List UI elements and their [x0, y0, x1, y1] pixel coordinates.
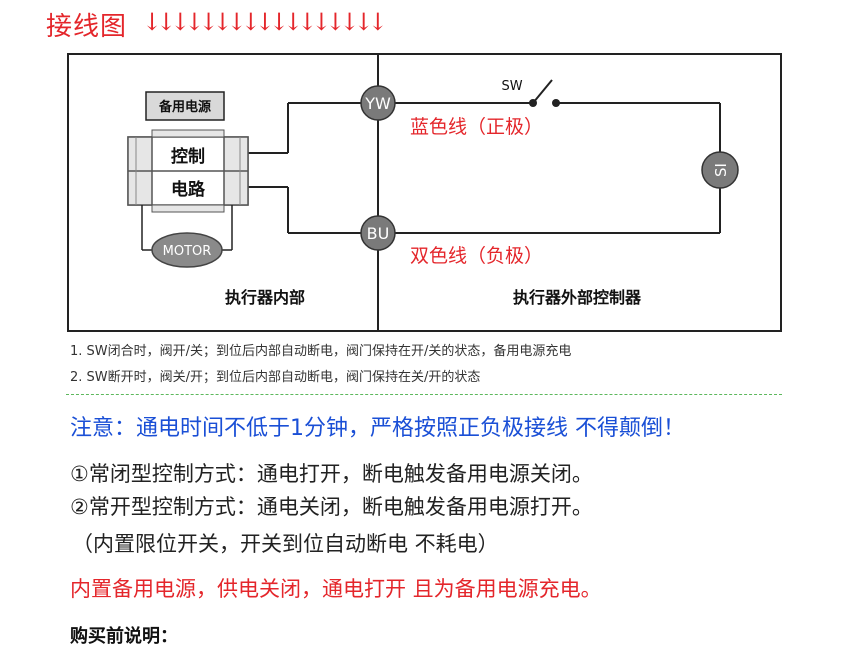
backup-power-box [145, 91, 225, 121]
motor-label: MOTOR [163, 244, 212, 259]
terminal-yw-icon [360, 85, 396, 121]
control-circuit-icon [127, 129, 249, 213]
indicator-si-label: SI [712, 163, 730, 177]
wires [248, 102, 721, 234]
motor-wiring [141, 205, 233, 251]
diagram-title: 接线图 [46, 12, 128, 42]
control-label-line2: 电路 [171, 179, 206, 200]
normally-open-mode: ②常开型控制方式：通电关闭，断电触发备用电源打开。 [70, 495, 593, 519]
backup-power-label: 备用电源 [158, 99, 211, 115]
switch-label: SW [501, 79, 522, 94]
down-arrows: ↓↓↓↓↓↓↓↓↓↓↓↓↓↓↓↓↓ [142, 8, 388, 36]
terminal-yw-label: YW [364, 94, 391, 113]
limit-switch-note: （内置限位开关，开关到位自动断电 不耗电） [72, 532, 499, 556]
dashed-divider [66, 394, 782, 395]
wiring-diagram: 备用电源 控制 电路 MOTOR YW BU SW SI 蓝色线（正极） 双色线… [67, 53, 782, 332]
indicator-si-icon [701, 151, 739, 189]
diagram-frame [67, 53, 782, 332]
terminal-bu-icon [360, 215, 396, 251]
wiring-warning: 注意：通电时间不低于1分钟，严格按照正负极接线 不得颠倒！ [70, 416, 685, 441]
dual-wire-label: 双色线（负极） [410, 245, 543, 267]
normally-closed-mode: ①常闭型控制方式：通电打开，断电触发备用电源关闭。 [70, 462, 593, 486]
outside-region-label: 执行器外部控制器 [513, 288, 642, 307]
backup-power-note: 内置备用电源，供电关闭，通电打开 且为备用电源充电。 [70, 577, 602, 601]
purchase-notes-heading: 购买前说明： [70, 626, 178, 647]
control-label-line1: 控制 [171, 146, 205, 167]
note-line-1: 1. SW闭合时，阀开/关；到位后内部自动断电，阀门保持在开/关的状态，备用电源… [70, 344, 572, 359]
inside-region-label: 执行器内部 [225, 288, 305, 307]
terminal-bu-label: BU [367, 224, 390, 243]
note-line-2: 2. SW断开时，阀关/开；到位后内部自动断电，阀门保持在关/开的状态 [70, 370, 481, 385]
motor-icon [151, 232, 223, 268]
switch-icon [529, 79, 560, 107]
blue-wire-label: 蓝色线（正极） [410, 116, 543, 138]
